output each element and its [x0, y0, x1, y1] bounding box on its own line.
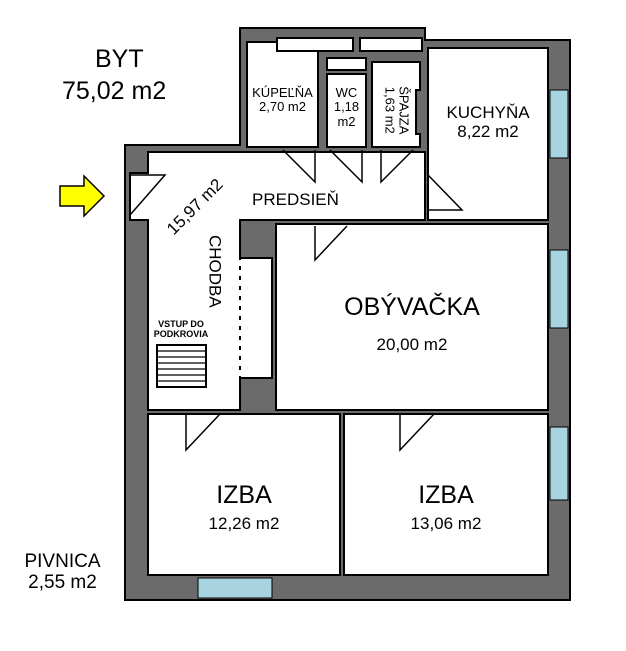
- room-area: 1,63 m2: [382, 86, 397, 134]
- stairs: [156, 344, 207, 388]
- obyvacka-name: OBÝVAČKA: [344, 293, 480, 321]
- vent-slot: [359, 37, 423, 52]
- room-name: PIVNICA: [24, 551, 101, 572]
- room-area: 2,70 m2: [259, 99, 306, 115]
- vent-slot: [276, 37, 354, 52]
- room-izba-2: [343, 413, 549, 576]
- predsien-label: PREDSIEŇ: [252, 190, 339, 209]
- room-name: KUCHYŇA: [446, 103, 530, 122]
- vent-slot: [326, 57, 367, 71]
- room-obyvacka: [275, 223, 549, 411]
- room-kuchyna: [427, 47, 549, 221]
- room-wc: [326, 73, 367, 148]
- chodba-label: CHODBA: [205, 234, 225, 308]
- izba-1-name: IZBA: [216, 481, 272, 509]
- obyvacka-area: 20,00 m2: [376, 335, 448, 354]
- room-area: 8,22 m2: [457, 121, 519, 141]
- stair-lines: [157, 350, 206, 382]
- room-spajza: [371, 61, 421, 148]
- room-izba-1: [147, 413, 341, 576]
- podkrovie-line1: VSTUP DO: [158, 319, 204, 329]
- room-area: 1,18: [333, 99, 360, 115]
- room-area: 2,55 m2: [28, 571, 97, 593]
- doors: [129, 149, 464, 452]
- izba-1-area: 12,26 m2: [208, 514, 280, 533]
- entrance-arrow-icon: [59, 174, 106, 218]
- column: [239, 257, 273, 379]
- room-kupelna: [246, 41, 319, 148]
- apartment-area: 75,02 m2: [62, 77, 167, 105]
- room-name: ŠPAJZA: [396, 86, 412, 135]
- windows: [197, 89, 569, 599]
- podkrovie-line2: PODKROVIA: [153, 328, 209, 339]
- room-name: KÚPEĽŇA: [252, 85, 313, 100]
- apartment-label: BYT: [95, 45, 144, 73]
- izba-2-area: 13,06 m2: [410, 514, 482, 533]
- room-name: WC: [335, 85, 358, 100]
- room-area-unit: m2: [337, 113, 356, 129]
- izba-2-name: IZBA: [418, 481, 474, 509]
